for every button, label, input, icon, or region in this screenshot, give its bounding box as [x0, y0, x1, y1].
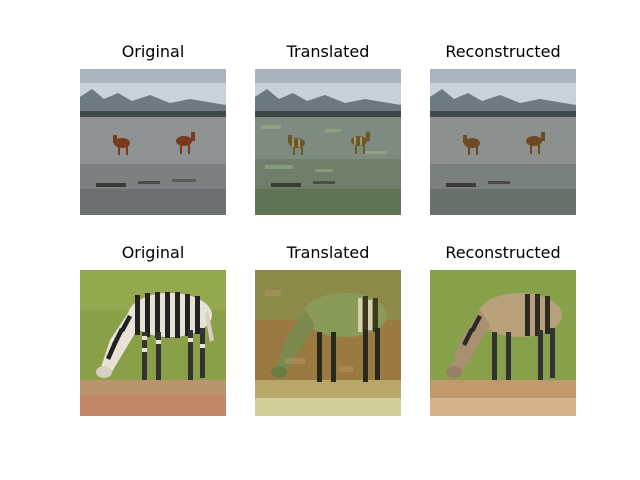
panel-title: Original — [121, 243, 185, 262]
panel-title: Reconstructed — [445, 42, 561, 61]
beach-horses-reconstructed-image — [430, 69, 576, 215]
beach-horses-image — [80, 69, 226, 215]
panel-title: Reconstructed — [445, 243, 561, 262]
zebra-image — [80, 270, 226, 416]
horse-like-translated-image — [255, 270, 401, 416]
panel-title: Original — [121, 42, 185, 61]
panel-title: Translated — [286, 42, 370, 61]
panel-title: Translated — [286, 243, 370, 262]
beach-zebras-translated-image — [255, 69, 401, 215]
zebra-reconstructed-image — [430, 270, 576, 416]
